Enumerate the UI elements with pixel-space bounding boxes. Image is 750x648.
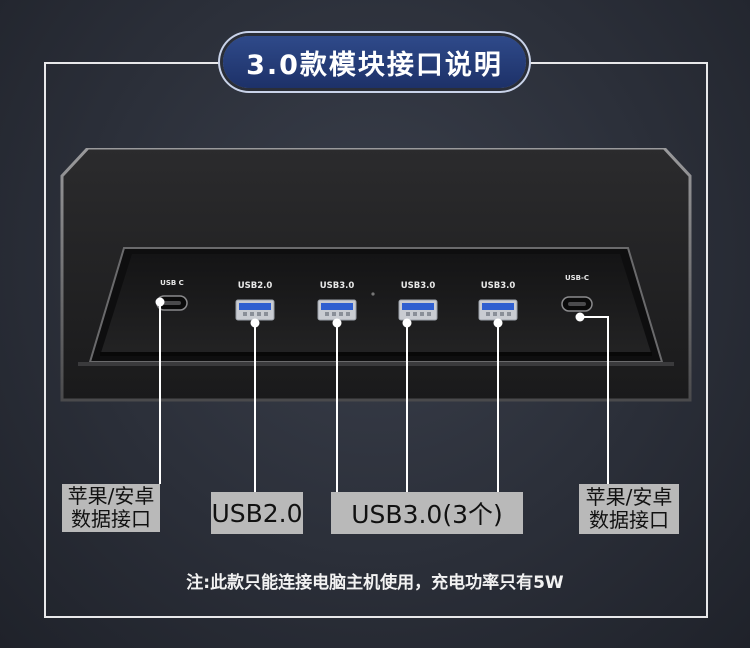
usb-pin [325, 312, 329, 316]
usb-c-tongue [163, 301, 181, 305]
right-data-port-label: 苹果/安卓数据接口 [579, 484, 679, 534]
usb-pin [250, 312, 254, 316]
usb-pin [339, 312, 343, 316]
usb-pin [486, 312, 490, 316]
usb-c-tongue [568, 302, 586, 306]
usage-note: 注:此款只能连接电脑主机使用，充电功率只有5W [186, 573, 564, 593]
port-label: USB3.0 [481, 281, 516, 291]
usb-pin [406, 312, 410, 316]
usb-a-tongue [482, 303, 514, 310]
usb-a-tongue [239, 303, 271, 310]
usb-pin [413, 312, 417, 316]
port-label: USB3.0 [401, 281, 436, 291]
usb-pin [507, 312, 511, 316]
usb-pin [257, 312, 261, 316]
port-label: USB2.0 [238, 281, 273, 291]
usb-pin [427, 312, 431, 316]
usb-module-device: USB C USB2.0 USB3.0 USB3.0 USB3.0 USB-C [60, 148, 692, 402]
port-label: USB-C [565, 274, 589, 282]
usb-pin [500, 312, 504, 316]
usb-pin [264, 312, 268, 316]
usb-a-tongue [321, 303, 353, 310]
usb-pin [420, 312, 424, 316]
usb-pin [332, 312, 336, 316]
left-data-port-label: 苹果/安卓数据接口 [62, 484, 160, 532]
usb2-label: USB2.0 [211, 492, 303, 534]
port-label: USB C [160, 279, 184, 287]
port-label: USB3.0 [320, 281, 355, 291]
title-pill: 3.0款模块接口说明 [223, 36, 526, 88]
usb-pin [346, 312, 350, 316]
usb-pin [243, 312, 247, 316]
page-title: 3.0款模块接口说明 [246, 49, 503, 81]
usb3-label: USB3.0(3个) [331, 492, 523, 534]
usb-pin [493, 312, 497, 316]
usb-a-tongue [402, 303, 434, 310]
